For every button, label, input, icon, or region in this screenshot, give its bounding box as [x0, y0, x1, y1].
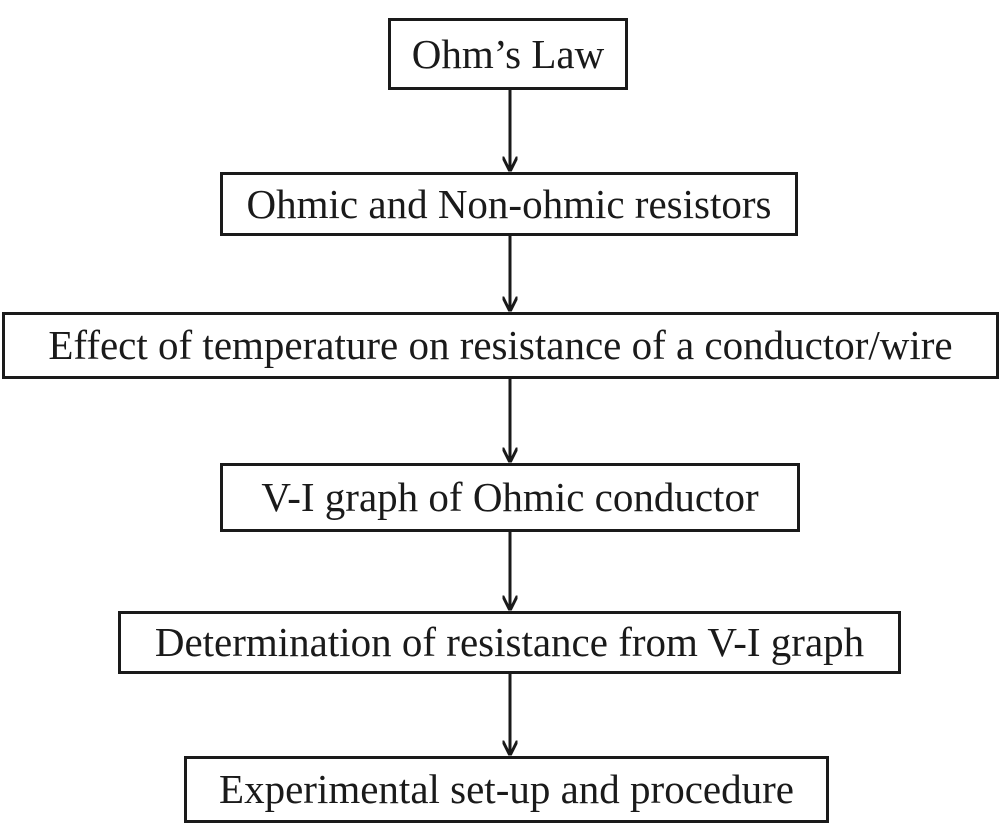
node-experimental-setup: Experimental set-up and procedure: [184, 756, 829, 823]
node-vi-graph: V-I graph of Ohmic conductor: [220, 463, 800, 532]
node-label: V-I graph of Ohmic conductor: [261, 474, 759, 520]
node-label: Effect of temperature on resistance of a…: [48, 322, 953, 368]
node-ohmic-non-ohmic-resistors: Ohmic and Non-ohmic resistors: [220, 172, 798, 236]
node-label: Experimental set-up and procedure: [219, 766, 794, 812]
node-temperature-effect: Effect of temperature on resistance of a…: [2, 312, 999, 379]
node-resistance-determination: Determination of resistance from V-I gra…: [118, 611, 901, 674]
node-label: Determination of resistance from V-I gra…: [154, 619, 865, 665]
node-label: Ohm’s Law: [411, 30, 605, 77]
node-label: Ohmic and Non-ohmic resistors: [246, 180, 772, 227]
node-ohms-law: Ohm’s Law: [388, 18, 628, 90]
